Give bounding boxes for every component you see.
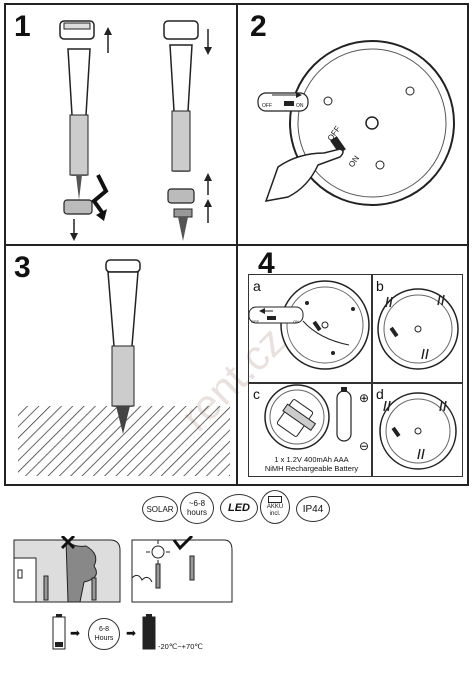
step-4a-on-label: ON <box>293 319 299 324</box>
akku-badge-top: AKKU <box>266 504 284 510</box>
battery-low-icon <box>52 614 66 650</box>
battery-full-icon <box>142 614 156 650</box>
ip-rating-label: IP44 <box>302 503 324 515</box>
battery-icon <box>268 496 282 503</box>
led-label: LED <box>228 502 250 514</box>
solar-label: SOLAR <box>146 504 174 514</box>
charging-hours-badge: 6-8 Hours <box>88 618 120 650</box>
battery-minus-icon: ⊖ <box>359 439 370 453</box>
shade-placement-illustration <box>13 536 121 603</box>
ip-rating-badge: IP44 <box>296 496 330 522</box>
arrow-icon-1: ➡ <box>70 626 81 640</box>
charging-hours-top: 6-8 <box>98 626 110 633</box>
battery-spec-line-2: NiMH Rechargeable Battery <box>264 464 359 473</box>
step-4b-letter: b <box>376 278 384 294</box>
step-2-number: 2 <box>250 10 267 43</box>
step-3-illustration <box>18 259 230 476</box>
switch-off-label: OFF <box>262 103 272 109</box>
step-4b-box: b <box>371 274 463 384</box>
step-4-number: 4 <box>258 247 275 280</box>
hours-badge: ~6-8 hours <box>180 492 214 524</box>
temperature-range: -20℃~+70℃ <box>158 642 203 651</box>
step-4a-box: a OFF ON <box>248 274 373 384</box>
battery-spec-line-1: 1 x 1.2V 400mAh AAA <box>274 455 349 464</box>
step-2-illustration <box>257 40 455 206</box>
step-2-panel: 2 OFF ON OFF ON <box>236 3 469 246</box>
battery-plus-icon: ⊕ <box>359 391 370 405</box>
arrow-icon-2: ➡ <box>126 626 137 640</box>
solar-badge: SOLAR <box>142 496 178 522</box>
step-1-illustration <box>59 20 212 241</box>
step-3-panel: 3 <box>4 244 238 486</box>
hours-badge-top: ~6-8 <box>188 499 206 508</box>
charging-hours-bottom: Hours <box>94 635 114 642</box>
step-4-panel: 4 a OFF ON b <box>236 244 469 486</box>
step-4c-box: c ⊕ ⊖ 1 x 1.2V 400mAh AAA NiMH Rechargea… <box>248 382 373 477</box>
step-4d-letter: d <box>376 386 384 402</box>
step-4a-letter: a <box>253 278 261 294</box>
step-3-number: 3 <box>14 251 31 284</box>
sun-placement-illustration <box>131 536 233 603</box>
step-4a-off-label: OFF <box>251 319 259 324</box>
switch-on-label: ON <box>296 103 304 109</box>
step-1-number: 1 <box>14 10 31 43</box>
akku-badge: AKKU incl. <box>260 490 290 524</box>
step-4c-letter: c <box>253 386 260 402</box>
hours-badge-bottom: hours <box>186 508 207 517</box>
step-4d-box: d <box>371 382 463 477</box>
akku-badge-bottom: incl. <box>269 511 281 517</box>
step-1-panel: 1 <box>4 3 238 246</box>
led-badge: LED <box>220 494 258 522</box>
